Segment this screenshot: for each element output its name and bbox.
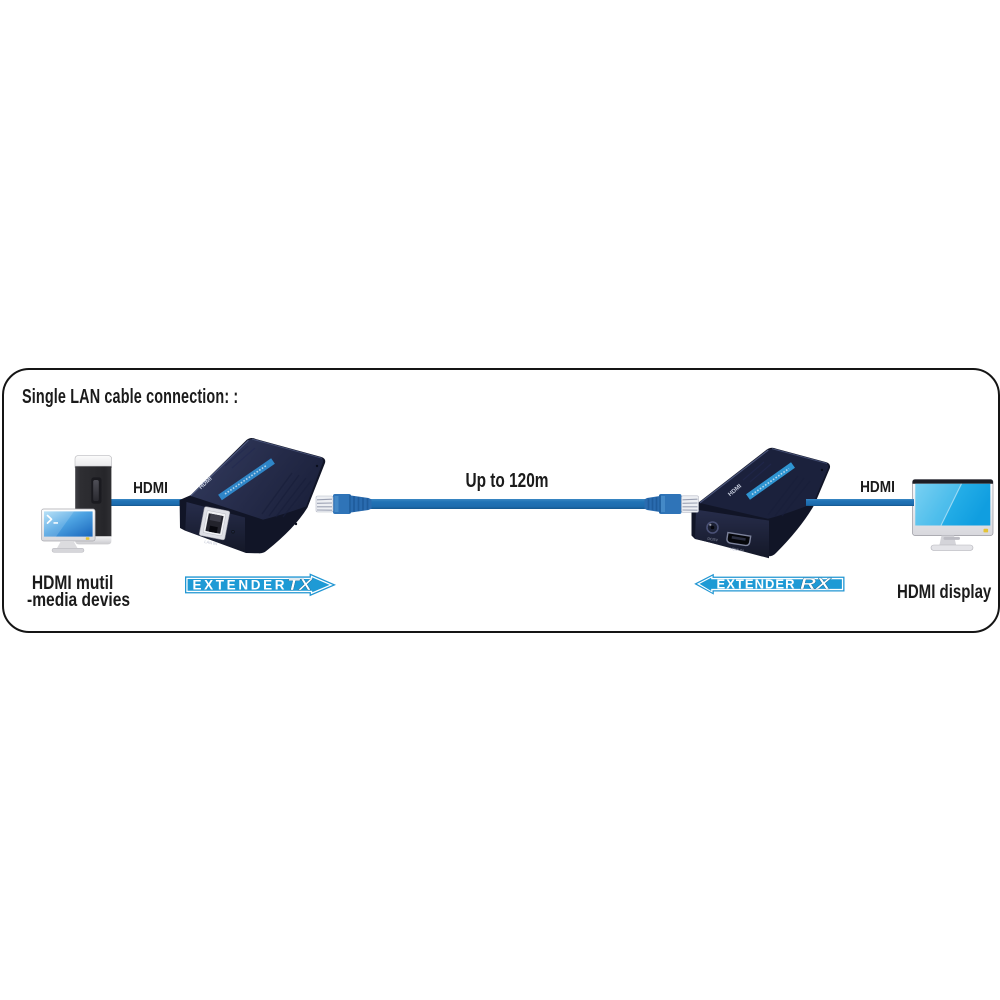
- svg-text:EXTENDER: EXTENDER: [717, 577, 796, 592]
- svg-text:HDMI IN: HDMI IN: [730, 547, 745, 553]
- svg-text:EXTENDER: EXTENDER: [193, 578, 285, 593]
- svg-text:RX: RX: [800, 576, 832, 593]
- svg-text:TX: TX: [287, 576, 313, 594]
- svg-text:DC/5V: DC/5V: [707, 537, 719, 543]
- svg-text:LAN IN: LAN IN: [204, 539, 218, 546]
